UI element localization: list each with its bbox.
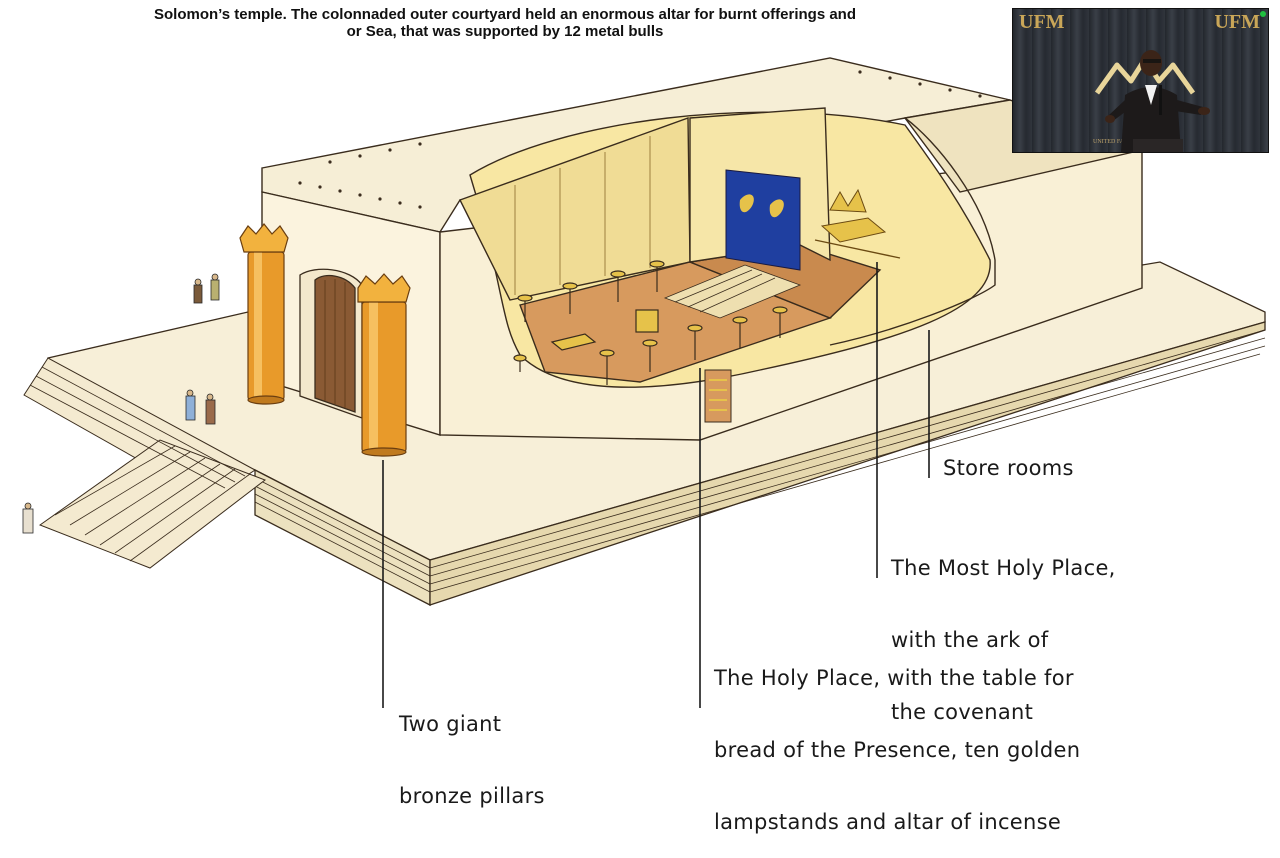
pillar-icon — [358, 274, 410, 456]
label-holy-place: The Holy Place, with the table for bread… — [714, 618, 1080, 858]
caption-line-1: Solomon’s temple. The colonnaded outer c… — [0, 6, 1010, 23]
ufm-logo-left: UFM — [1019, 11, 1065, 34]
person-icon — [23, 503, 33, 533]
temple-diagram: Solomon’s temple. The colonnaded outer c… — [0, 0, 1280, 720]
label-line: Two giant — [399, 712, 545, 736]
label-line: bread of the Presence, ten golden — [714, 738, 1080, 762]
curtain-icon — [726, 170, 800, 270]
caption-line-2: or Sea, that was supported by 12 metal b… — [0, 23, 1010, 40]
label-line: The Holy Place, with the table for — [714, 666, 1080, 690]
side-door — [705, 370, 731, 422]
slide-caption: Solomon’s temple. The colonnaded outer c… — [0, 6, 1010, 40]
ufm-logo-right: UFM — [1214, 11, 1260, 34]
label-bronze-pillars: Two giant bronze pillars — [399, 664, 545, 832]
live-indicator-icon — [1260, 11, 1266, 17]
webcam-overlay: UFM UFM UNITED FAITH MINISTRIES — [1012, 8, 1269, 153]
person-icon — [194, 274, 219, 303]
label-line: The Most Holy Place, — [891, 556, 1116, 580]
label-store-rooms: Store rooms — [943, 456, 1074, 480]
door-icon — [300, 269, 362, 418]
label-line: lampstands and altar of incense — [714, 810, 1080, 834]
label-line: bronze pillars — [399, 784, 545, 808]
altar-of-incense — [636, 310, 658, 332]
speaker-figure — [1103, 45, 1213, 152]
